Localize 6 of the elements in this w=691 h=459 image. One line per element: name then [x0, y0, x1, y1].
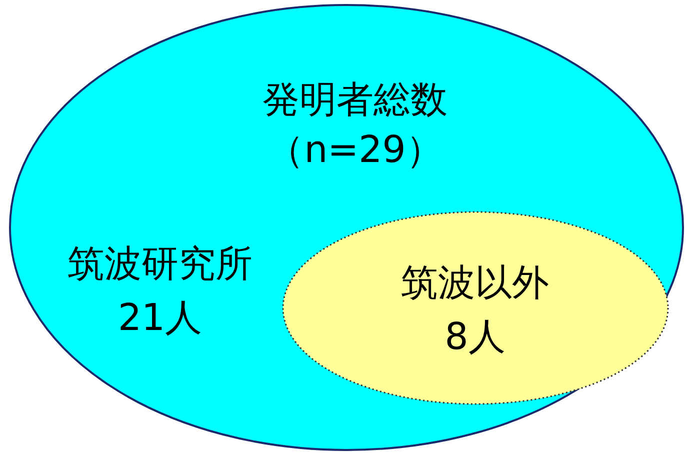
region-label: （n=29） — [267, 129, 443, 171]
region-label: 8人 — [444, 316, 506, 358]
region-label: 21人 — [118, 297, 202, 339]
region-label: 発明者総数 — [262, 79, 448, 121]
region-label: 筑波研究所 — [68, 243, 252, 285]
region-label: 筑波以外 — [401, 262, 549, 304]
